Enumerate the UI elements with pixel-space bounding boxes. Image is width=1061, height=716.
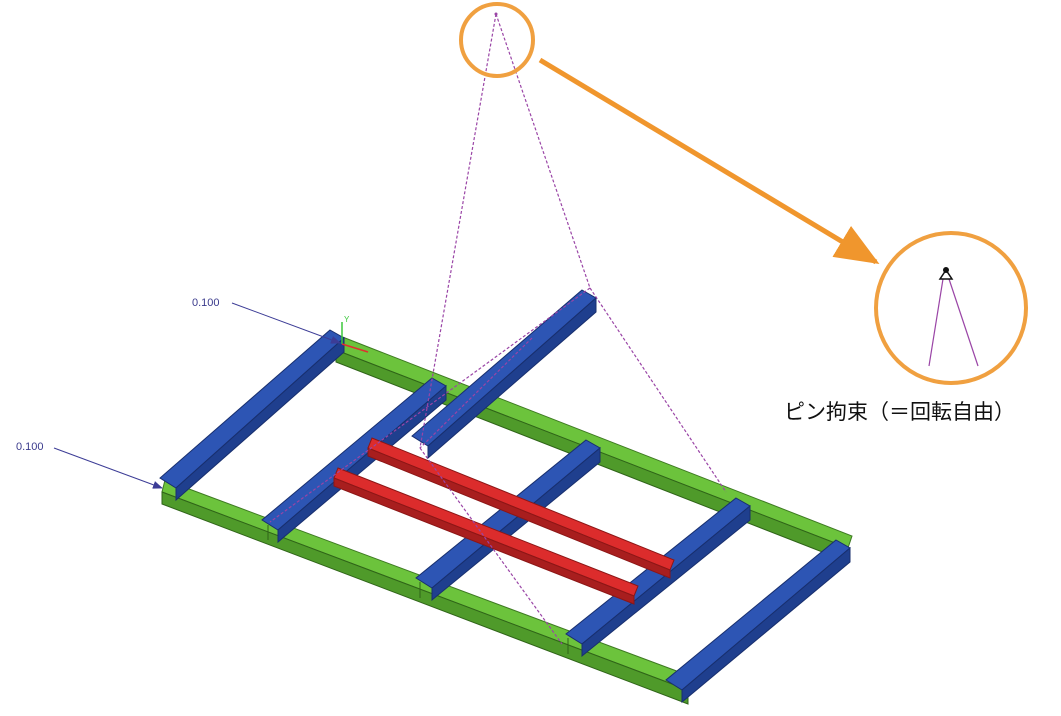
hook-point-highlight	[459, 2, 535, 78]
load-value-lower: 0.100	[16, 441, 44, 453]
hook-point-icon	[494, 12, 498, 16]
pin-support-icon	[938, 267, 954, 280]
load-arrow-lower: 0.100	[16, 441, 163, 489]
pin-constraint-caption: ピン拘束（＝回転自由）	[784, 400, 1015, 424]
lifting-slings	[269, 13, 727, 645]
load-arrow-upper: 0.100	[192, 297, 341, 344]
cross-beam-2	[261, 377, 447, 544]
cross-beams	[159, 289, 851, 704]
cross-beam-3-top-lift	[411, 289, 597, 460]
pin-support-detail	[874, 231, 1028, 385]
load-value-upper: 0.100	[192, 297, 220, 309]
axis-y-label: Y	[344, 315, 350, 324]
cross-beam-6	[665, 539, 851, 704]
coordinate-axes: Y	[341, 315, 369, 353]
cross-beam-1	[159, 329, 345, 502]
callout-arrow	[538, 57, 880, 265]
cross-beam-4	[415, 439, 601, 602]
